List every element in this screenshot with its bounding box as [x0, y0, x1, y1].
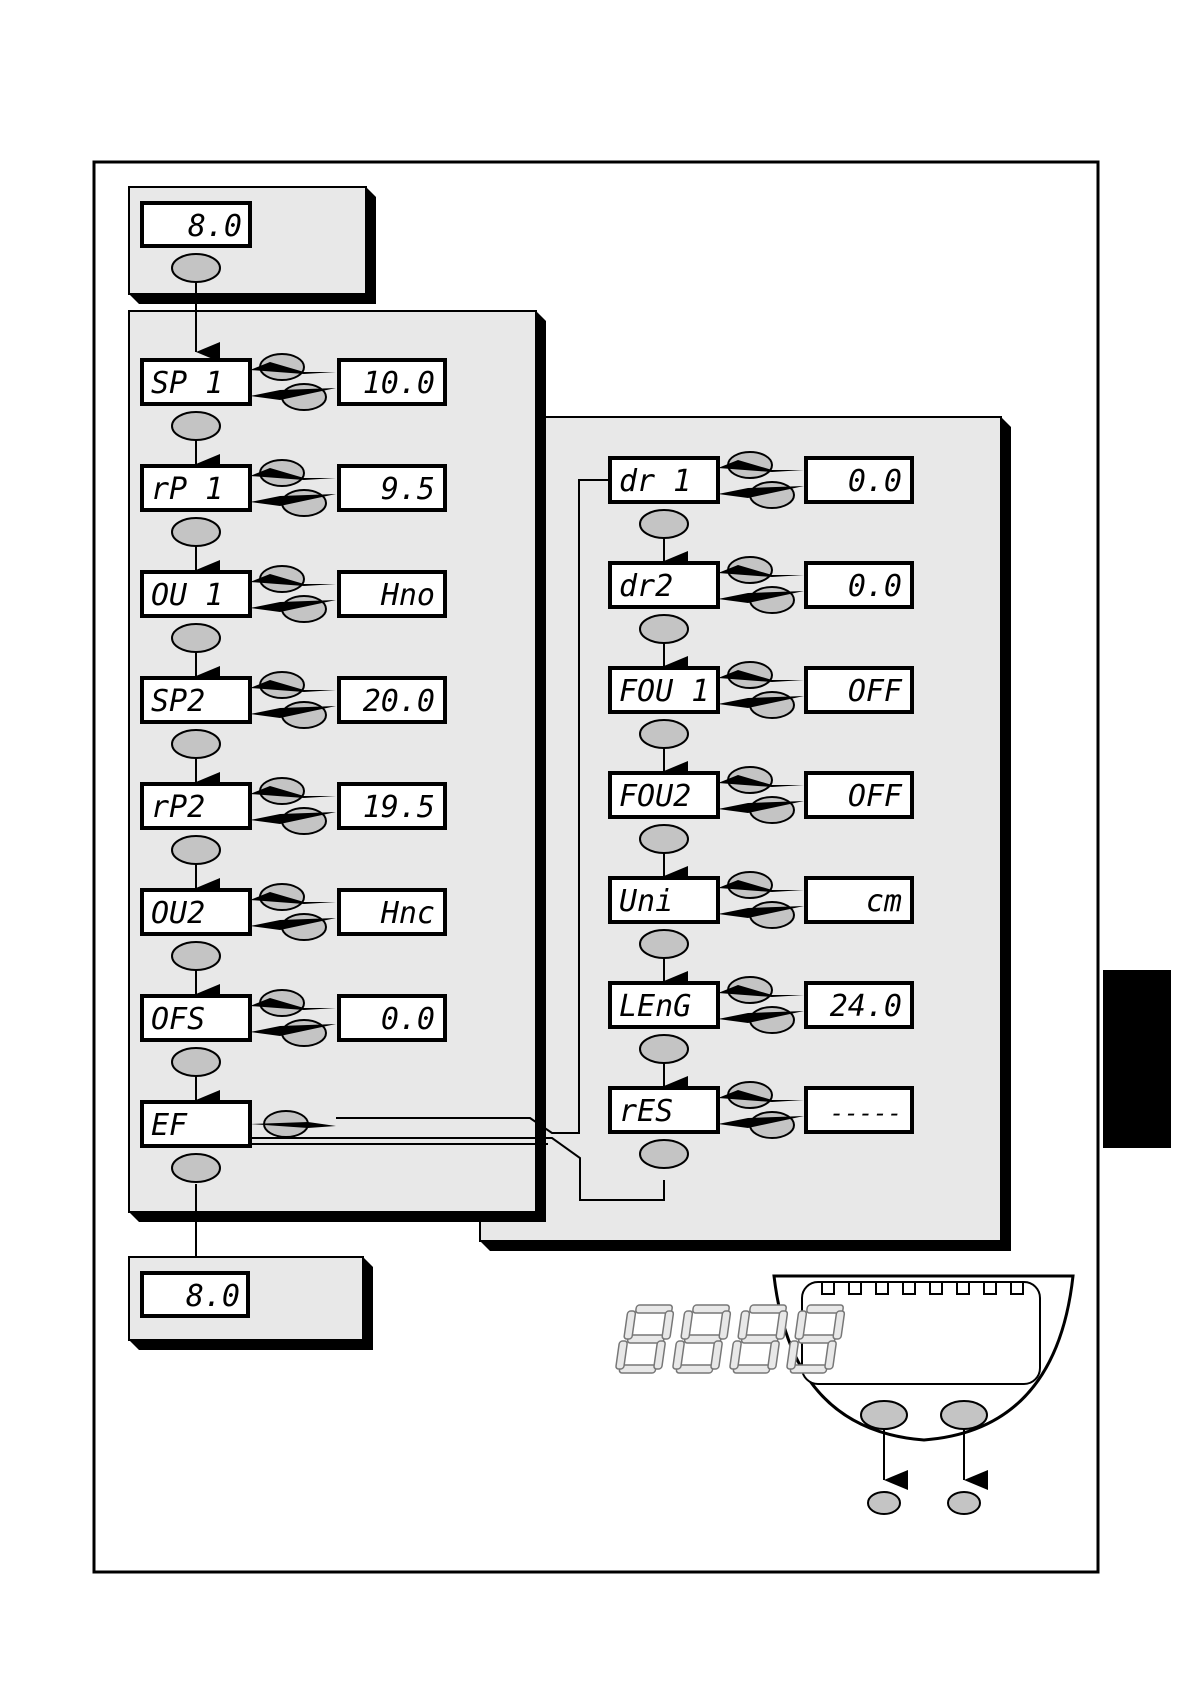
- mode-button[interactable]: [640, 930, 688, 958]
- parameter-value: 24.0: [830, 989, 902, 1024]
- mode-button[interactable]: [640, 615, 688, 643]
- mode-button[interactable]: [640, 825, 688, 853]
- device-mode-button[interactable]: [861, 1401, 907, 1429]
- status-led: [822, 1282, 834, 1294]
- mode-button[interactable]: [172, 942, 220, 970]
- parameter-value: cm: [866, 884, 902, 919]
- set-button-icon: [948, 1492, 980, 1514]
- parameter-value: Hnc: [380, 896, 435, 931]
- parameter-code: FOU2: [619, 779, 691, 814]
- device-set-button[interactable]: [941, 1401, 987, 1429]
- parameter-code: LEnG: [619, 989, 691, 1024]
- mode-button-icon: [868, 1492, 900, 1514]
- parameter-value: 9.5: [381, 472, 435, 507]
- parameter-code: Uni: [619, 884, 673, 919]
- parameter-code: rP2: [151, 790, 205, 825]
- mode-button[interactable]: [172, 624, 220, 652]
- parameter-value: OFF: [848, 779, 903, 814]
- parameter-value: -----: [830, 1099, 902, 1127]
- parameter-value: 19.5: [363, 790, 435, 825]
- parameter-value: OFF: [848, 674, 903, 709]
- start-display-text: 8.0: [188, 209, 242, 244]
- parameter-code: FOU 1: [619, 674, 709, 709]
- digit-segment: [730, 1305, 788, 1373]
- parameter-code: dr2: [619, 569, 673, 604]
- mode-button[interactable]: [640, 1140, 688, 1168]
- parameter-code: dr 1: [619, 464, 691, 499]
- mode-button[interactable]: [640, 720, 688, 748]
- mode-button[interactable]: [172, 412, 220, 440]
- parameter-code: rP 1: [151, 472, 223, 507]
- mode-button[interactable]: [172, 1048, 220, 1076]
- parameter-value: 0.0: [848, 464, 902, 499]
- parameter-code: OU 1: [151, 578, 223, 613]
- device-illustration: [616, 1276, 1073, 1514]
- mode-button[interactable]: [172, 730, 220, 758]
- status-led: [930, 1282, 942, 1294]
- start-panel: 8.0: [129, 187, 376, 304]
- parameter-value: 0.0: [848, 569, 902, 604]
- end-display-text: 8.0: [186, 1279, 240, 1314]
- parameter-value: 20.0: [363, 684, 435, 719]
- digit-segment: [616, 1305, 674, 1373]
- status-led: [984, 1282, 996, 1294]
- mode-button[interactable]: [172, 518, 220, 546]
- parameter-code: OU2: [151, 896, 205, 931]
- parameter-value: 10.0: [363, 366, 435, 401]
- side-tab: [1103, 970, 1171, 1148]
- status-led: [849, 1282, 861, 1294]
- mode-button[interactable]: [172, 1154, 220, 1182]
- parameter-code: SP2: [151, 684, 205, 719]
- status-led: [903, 1282, 915, 1294]
- parameter-code: EF: [151, 1108, 188, 1143]
- main-menu-panel: [129, 311, 546, 1222]
- status-led: [876, 1282, 888, 1294]
- status-led: [1011, 1282, 1023, 1294]
- parameter-code: OFS: [151, 1002, 205, 1037]
- parameter-value: Hno: [380, 578, 435, 613]
- mode-button[interactable]: [172, 254, 220, 282]
- parameter-code: SP 1: [151, 366, 223, 401]
- parameter-code: rES: [619, 1094, 673, 1129]
- status-led: [957, 1282, 969, 1294]
- mode-button[interactable]: [640, 1035, 688, 1063]
- parameter-value: 0.0: [381, 1002, 435, 1037]
- digit-segment: [673, 1305, 731, 1373]
- mode-button[interactable]: [172, 836, 220, 864]
- end-panel: 8.0: [129, 1257, 373, 1350]
- mode-button[interactable]: [640, 510, 688, 538]
